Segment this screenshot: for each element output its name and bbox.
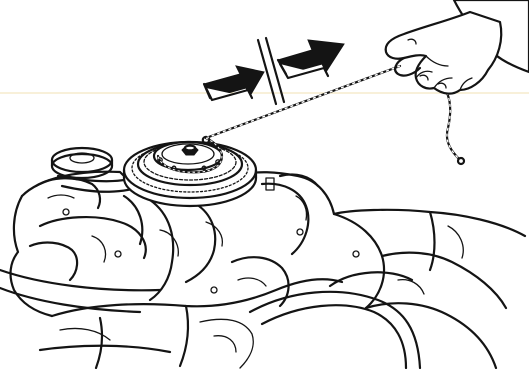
outboard-engine-powerhead xyxy=(0,172,525,368)
arrow-right-icon-right xyxy=(278,40,344,78)
arrow-right-icon-left xyxy=(204,66,264,100)
hand-pulling-rope-icon xyxy=(386,0,529,94)
